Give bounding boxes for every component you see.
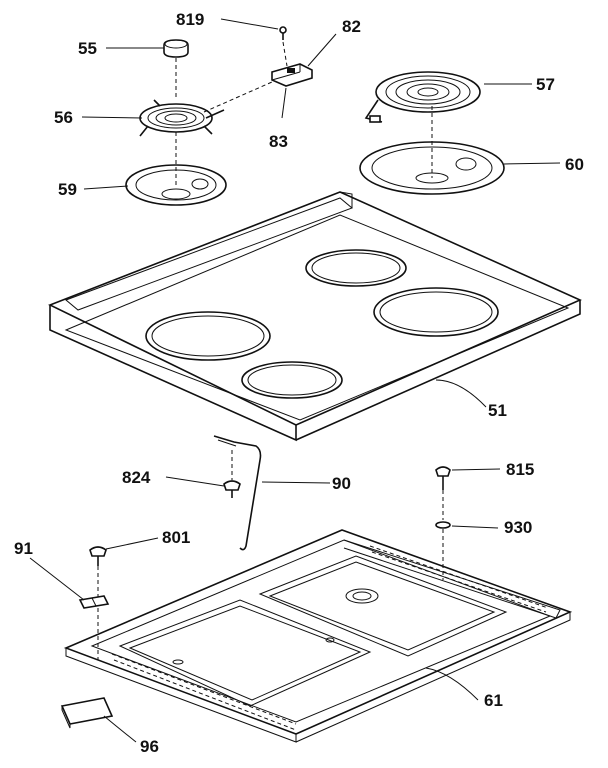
callout-90: 90: [332, 474, 351, 493]
part-55-knob: [163, 39, 189, 100]
callout-51: 51: [488, 401, 507, 420]
callout-930: 930: [504, 518, 532, 537]
part-91-bracket: [78, 595, 110, 609]
callout-801: 801: [162, 528, 190, 547]
part-801-screw: [89, 546, 107, 660]
callout-labels: 819 82 55 57 56 83 59 60 51 824 90 815 9…: [14, 10, 584, 756]
callout-59: 59: [58, 180, 77, 199]
leader-lines: [29, 18, 561, 743]
callout-83: 83: [269, 132, 288, 151]
callout-91: 91: [14, 539, 33, 558]
part-90-rod: [213, 435, 262, 551]
callout-815: 815: [506, 460, 534, 479]
part-57-large-surface-element: [364, 71, 481, 178]
part-61-bottom-panel: [63, 529, 573, 743]
callout-56: 56: [54, 108, 73, 127]
callout-824: 824: [122, 468, 151, 487]
part-819-screw: [279, 26, 287, 40]
part-96-plate: [60, 697, 114, 729]
part-60-large-drip-pan: [359, 141, 505, 195]
part-82-terminal-block: [271, 41, 313, 87]
callout-96: 96: [140, 737, 159, 756]
part-59-small-drip-pan: [125, 164, 227, 206]
callout-55: 55: [78, 39, 97, 58]
part-56-small-surface-element: [139, 81, 273, 188]
callout-57: 57: [536, 75, 555, 94]
part-824-screw: [223, 450, 241, 498]
callout-819: 819: [176, 10, 204, 29]
part-815-screw: [435, 466, 451, 520]
part-51-cooktop: [48, 191, 582, 442]
callout-61: 61: [484, 691, 503, 710]
callout-82: 82: [342, 17, 361, 36]
callout-60: 60: [565, 155, 584, 174]
